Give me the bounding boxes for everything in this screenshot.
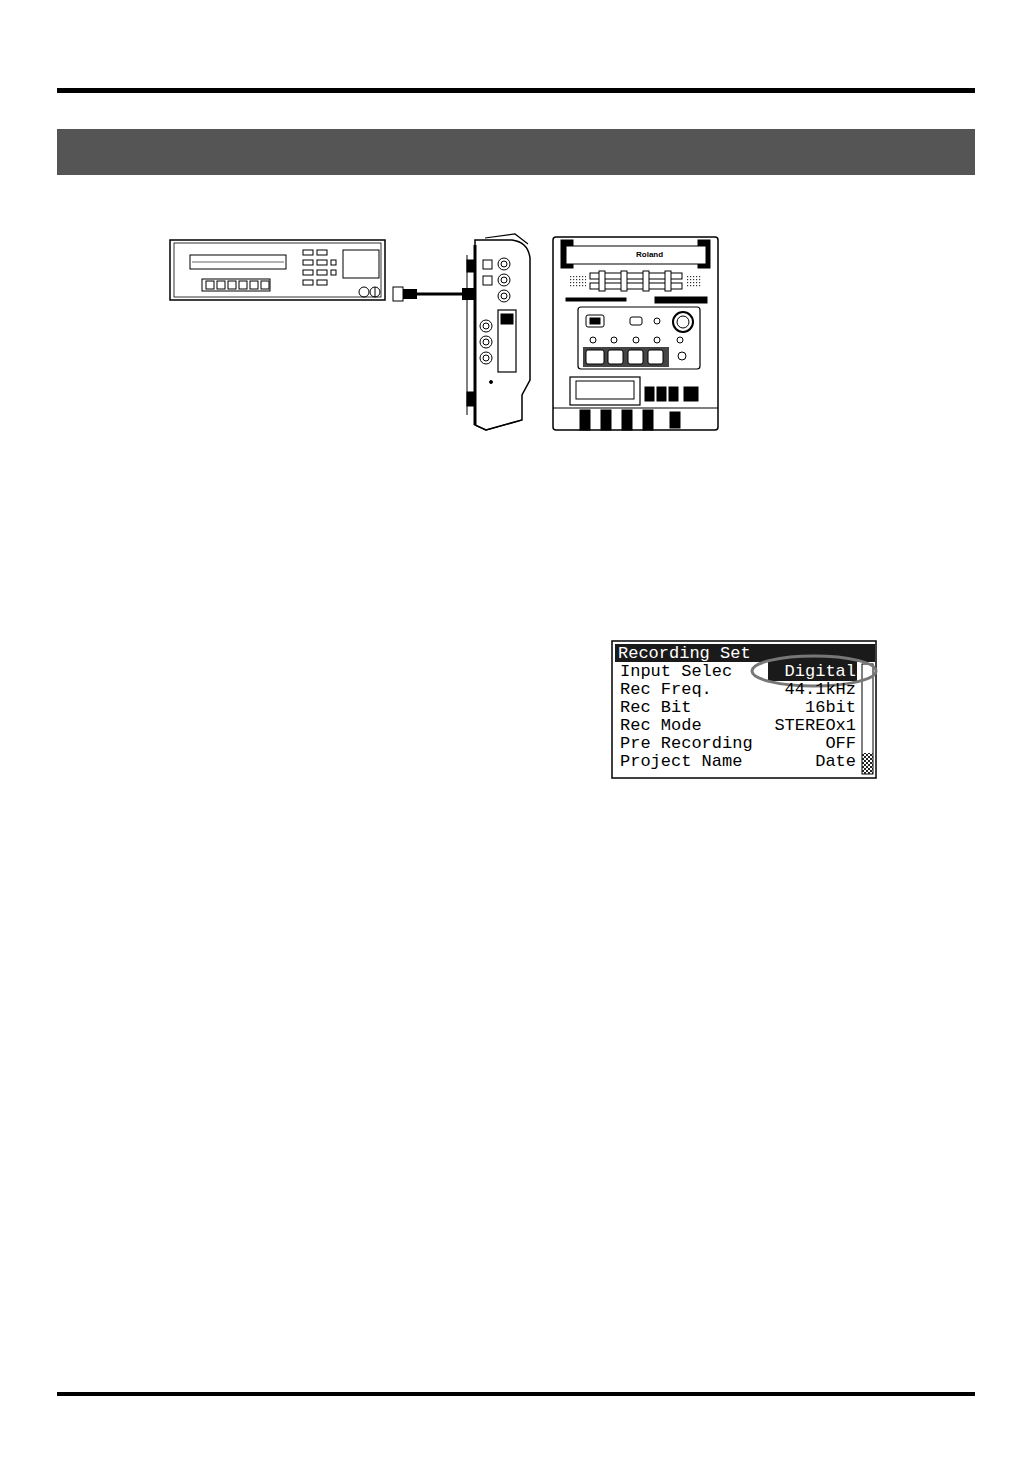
brand-logo: Roland <box>636 251 663 259</box>
menu-value: 16bit <box>805 699 856 716</box>
top-rule <box>57 88 975 93</box>
screen-title: Recording Set <box>618 645 751 662</box>
menu-value: 44.1kHz <box>785 681 856 698</box>
digital-cable <box>393 287 484 301</box>
menu-item: Rec Freq. <box>620 681 712 698</box>
menu-item: Rec Bit <box>620 699 691 716</box>
menu-item: Input Selec <box>620 663 732 680</box>
menu-value: STEREOx1 <box>774 717 856 734</box>
menu-item: Pre Recording <box>620 735 753 752</box>
recorder-side-view <box>467 234 530 430</box>
lcd-screen <box>612 641 876 778</box>
menu-value: Digital <box>785 663 856 680</box>
menu-value: Date <box>815 753 856 770</box>
menu-item: Project Name <box>620 753 742 770</box>
cd-player <box>170 240 385 300</box>
header-band <box>57 129 975 175</box>
menu-value: OFF <box>825 735 856 752</box>
menu-item: Rec Mode <box>620 717 702 734</box>
bottom-rule <box>57 1392 975 1396</box>
recorder-front-view <box>553 237 718 430</box>
